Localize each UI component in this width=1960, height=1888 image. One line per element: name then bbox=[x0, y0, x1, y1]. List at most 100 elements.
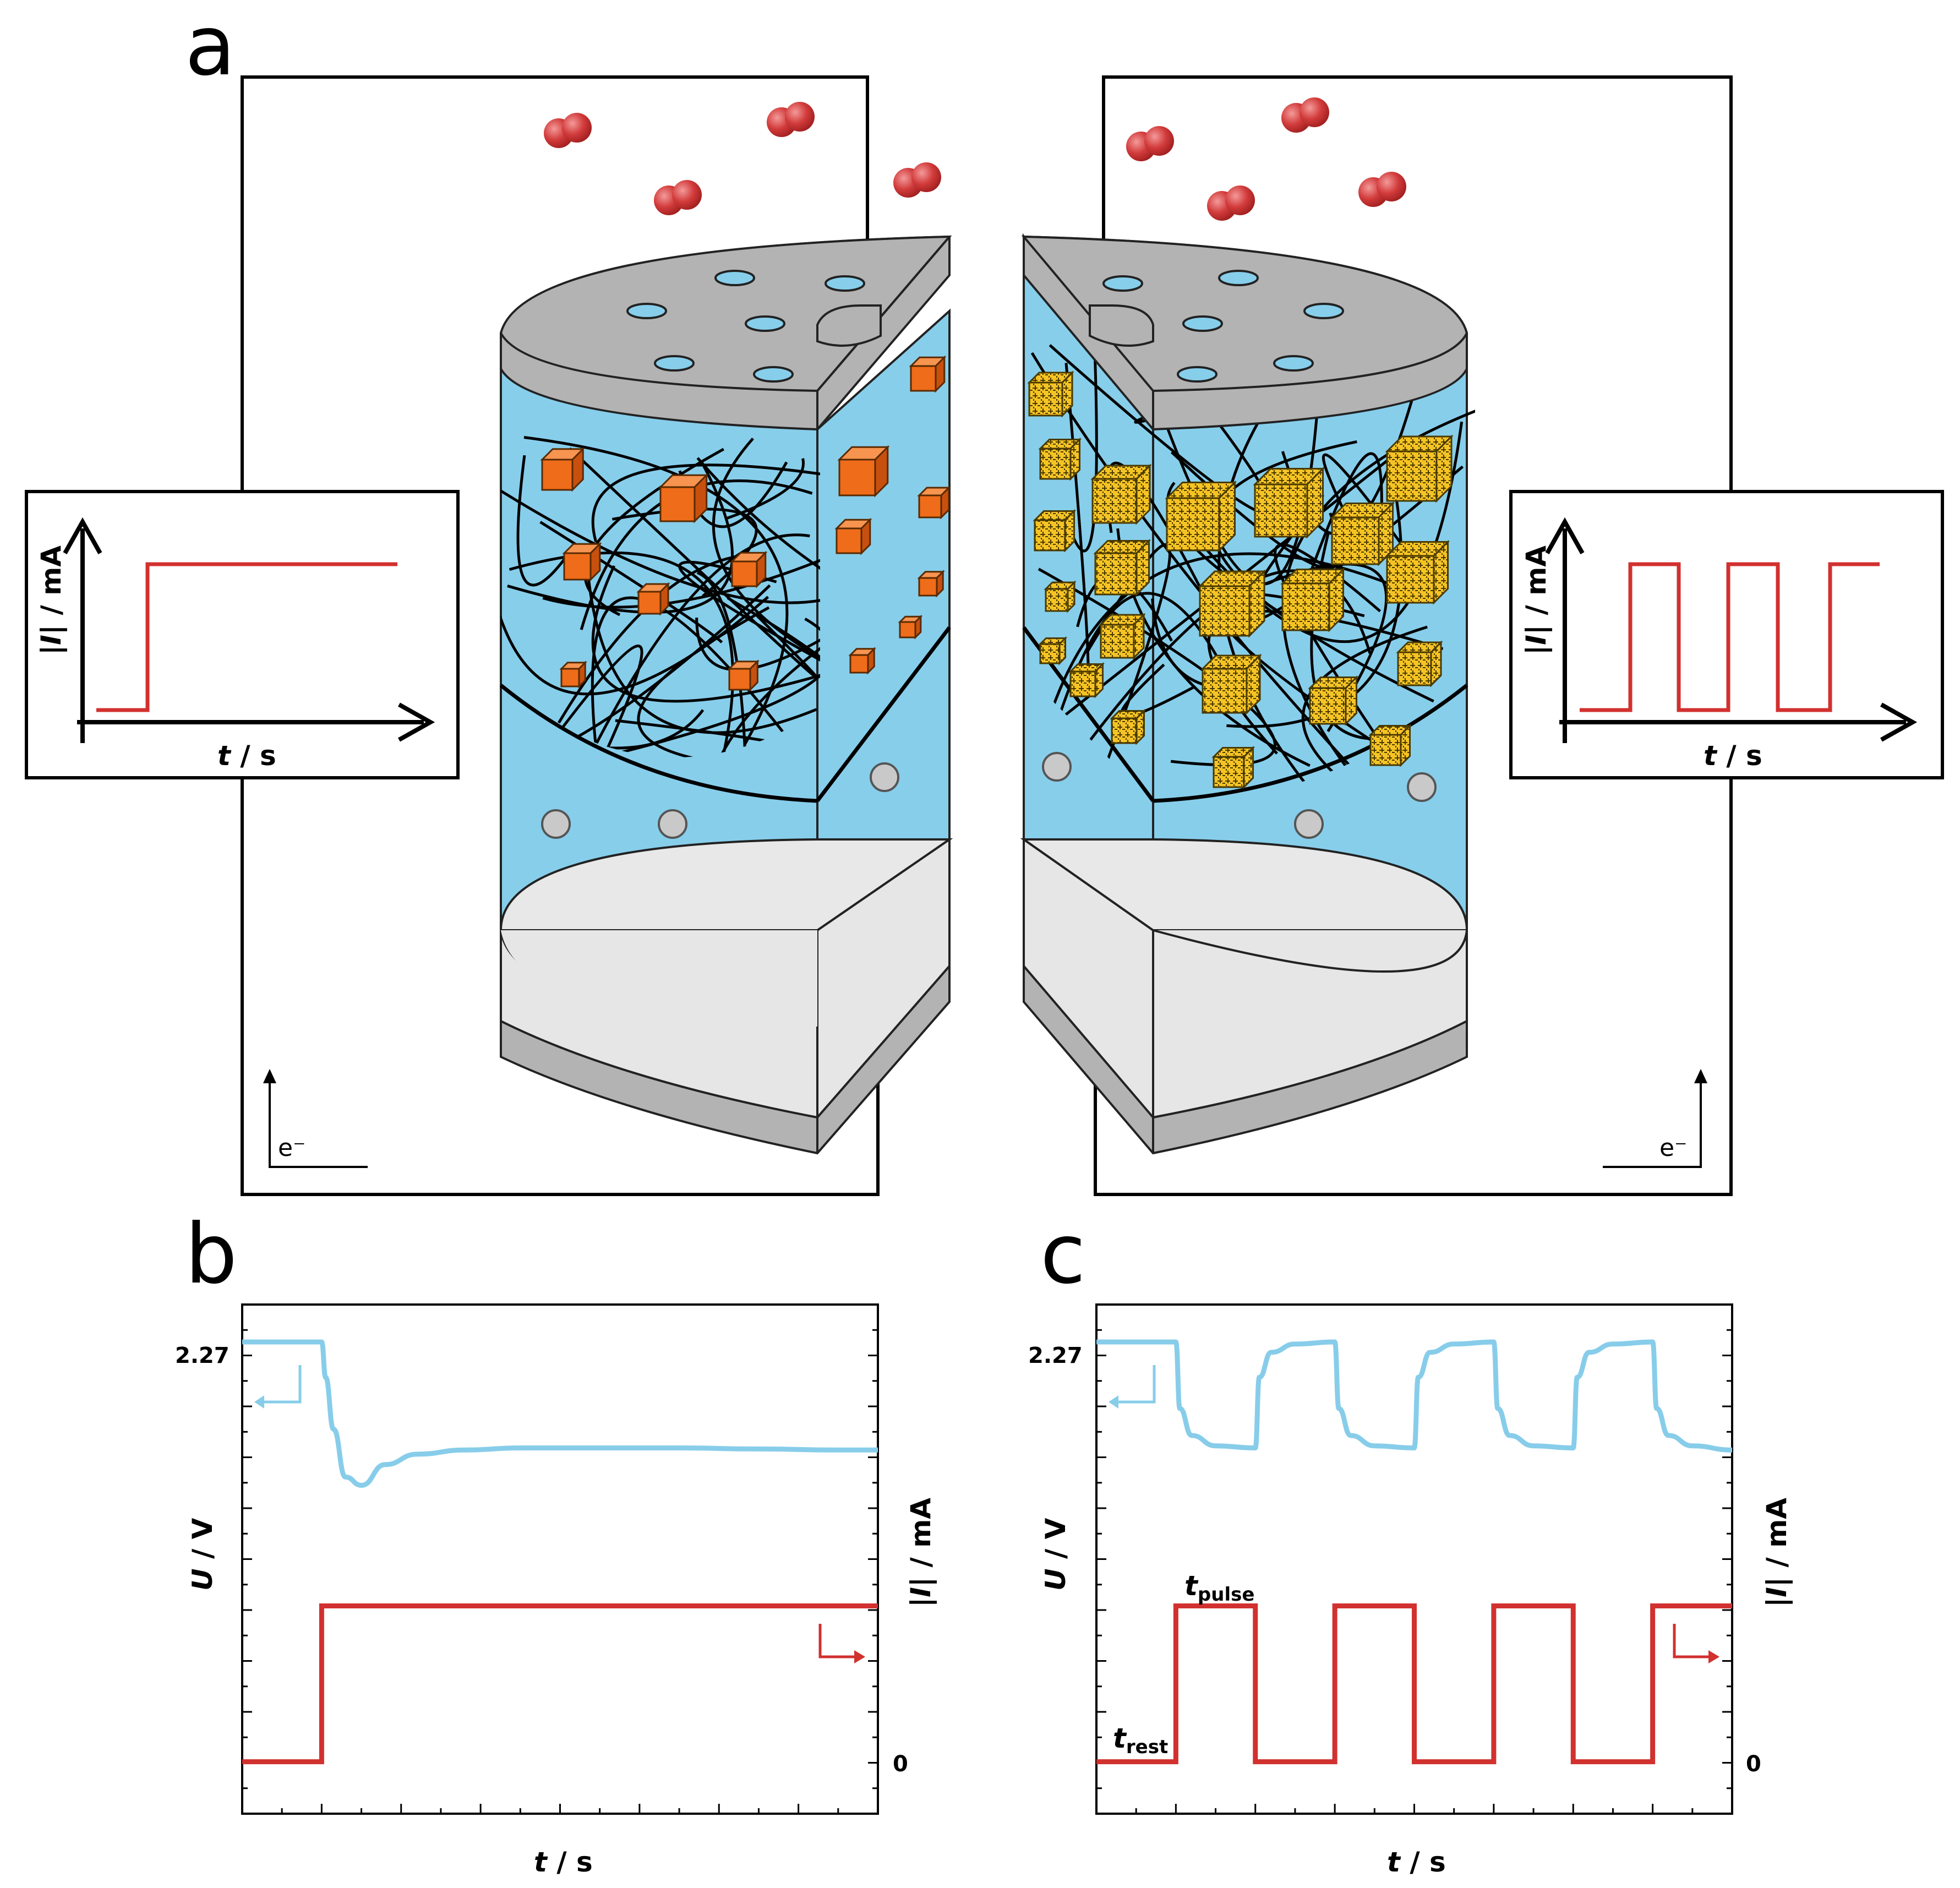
orange-crystal-icon bbox=[540, 447, 585, 492]
gold-crystal-icon bbox=[1044, 580, 1077, 613]
cap-hole-icon bbox=[626, 303, 667, 319]
voltage-axis-arrow-icon bbox=[259, 1365, 302, 1404]
cap-hole-icon bbox=[745, 315, 785, 332]
t-rest-annotation: trest bbox=[1113, 1722, 1168, 1758]
cap-hole-icon bbox=[1182, 315, 1223, 332]
electron-label-left: e⁻ bbox=[278, 1134, 305, 1162]
inset-current-pulses bbox=[1580, 562, 1880, 712]
cap-hole-icon bbox=[654, 355, 695, 372]
gold-crystal-icon bbox=[1099, 613, 1146, 660]
b-ylabel-right: |I| / mA bbox=[905, 1498, 937, 1607]
gold-crystal-icon bbox=[1330, 501, 1395, 566]
terminal-contact bbox=[816, 304, 882, 347]
gold-crystal-icon bbox=[1198, 569, 1266, 638]
cap-holes bbox=[626, 270, 865, 383]
oxygen-molecule-icon bbox=[654, 180, 702, 215]
panel-label-b: b bbox=[185, 1207, 237, 1302]
gas-bubble-icon bbox=[870, 762, 899, 792]
gold-crystal-icon bbox=[1200, 653, 1262, 715]
inset-left: |I| / mA t / s bbox=[25, 490, 460, 779]
gold-crystal-icon bbox=[1368, 723, 1412, 767]
orange-crystals bbox=[540, 355, 951, 692]
t-pulse-annotation: tpulse bbox=[1184, 1570, 1254, 1606]
cap-hole-icon bbox=[1303, 303, 1344, 319]
gold-crystal-icon bbox=[1308, 675, 1359, 726]
gas-bubble-icon bbox=[541, 809, 571, 839]
axis-ticks bbox=[1096, 1329, 1732, 1814]
orange-crystal-icon bbox=[834, 517, 872, 555]
cap-hole-icon bbox=[1273, 355, 1314, 372]
gold-crystal-icon bbox=[1038, 437, 1082, 481]
gas-bubble-icon bbox=[1042, 752, 1072, 782]
b-xlabel: t / s bbox=[534, 1846, 593, 1878]
c-xlabel: t / s bbox=[1387, 1846, 1446, 1878]
cell-right bbox=[1020, 233, 1475, 1155]
c-ylabel-right: |I| / mA bbox=[1761, 1498, 1793, 1607]
gold-crystal-icon bbox=[1280, 567, 1346, 632]
cap-holes bbox=[1102, 270, 1344, 383]
gold-crystal-icon bbox=[1110, 708, 1146, 745]
gold-crystal-icon bbox=[1033, 509, 1077, 553]
gold-crystal-icon bbox=[1090, 463, 1152, 525]
oxygen-molecules bbox=[544, 97, 1406, 221]
left-tick-label: 2.27 bbox=[175, 1343, 230, 1368]
current-axis-arrow-icon bbox=[818, 1624, 859, 1658]
orange-crystal-icon bbox=[917, 570, 945, 598]
inset-current-step bbox=[96, 562, 397, 712]
orange-crystal-icon bbox=[909, 355, 947, 393]
orange-crystal-icon bbox=[848, 647, 876, 675]
gold-crystal-icon bbox=[1385, 539, 1450, 605]
cell-left bbox=[499, 235, 953, 1155]
gas-bubble-icon bbox=[1407, 772, 1437, 802]
current-series bbox=[1096, 1603, 1732, 1765]
orange-crystal-icon bbox=[837, 445, 890, 498]
c-ylabel-left: U / V bbox=[1040, 1518, 1072, 1591]
gold-crystal-icon bbox=[1093, 538, 1151, 597]
current-axis-arrow-icon bbox=[1673, 1624, 1713, 1658]
gold-crystals bbox=[1027, 370, 1454, 789]
gas-bubble-icon bbox=[1294, 809, 1324, 839]
panel-label-c: c bbox=[1040, 1207, 1085, 1302]
terminal-contact bbox=[1089, 304, 1154, 347]
gold-crystal-icon bbox=[1385, 434, 1454, 503]
panel-label-a: a bbox=[185, 0, 236, 94]
inset-right: |I| / mA t / s bbox=[1509, 490, 1944, 779]
oxygen-molecule-icon bbox=[544, 113, 592, 148]
chart-c: 2.27 0 U / V |I| / mA t / s tpulse trest bbox=[1028, 1303, 1793, 1878]
gas-bubble-icon bbox=[658, 809, 687, 839]
inset-left-ylabel: |I| / mA bbox=[35, 545, 67, 655]
gold-crystal-icon bbox=[1253, 466, 1325, 539]
oxygen-molecule-icon bbox=[767, 102, 815, 137]
oxygen-molecule-icon bbox=[893, 162, 941, 198]
inset-left-xlabel: t / s bbox=[217, 740, 276, 772]
chart-b: 2.27 0 U / V |I| / mA t / s bbox=[175, 1303, 937, 1878]
plot-frame bbox=[241, 1303, 879, 1815]
oxygen-molecule-icon bbox=[1281, 97, 1329, 133]
voltage-axis-arrow-icon bbox=[1113, 1365, 1156, 1404]
inset-right-xlabel: t / s bbox=[1704, 740, 1762, 772]
gold-crystal-icon bbox=[1396, 640, 1443, 687]
left-tick-label: 2.27 bbox=[1028, 1343, 1083, 1368]
orange-crystal-icon bbox=[917, 485, 951, 520]
orange-crystal-icon bbox=[562, 542, 602, 582]
oxygen-molecule-icon bbox=[1207, 185, 1255, 221]
right-tick-label: 0 bbox=[893, 1751, 908, 1777]
orange-crystal-icon bbox=[658, 473, 709, 523]
gold-crystal-icon bbox=[1068, 662, 1105, 699]
cap-hole-icon bbox=[1102, 275, 1143, 292]
orange-crystal-icon bbox=[898, 614, 923, 640]
orange-crystal-icon bbox=[636, 582, 670, 616]
cap-hole-icon bbox=[1177, 366, 1218, 383]
inset-right-ylabel: |I| / mA bbox=[1520, 545, 1552, 655]
cap-hole-icon bbox=[714, 270, 755, 286]
gold-crystal-icon bbox=[1211, 745, 1255, 789]
oxygen-molecule-icon bbox=[1126, 126, 1174, 161]
voltage-series bbox=[1096, 1339, 1733, 1453]
gold-crystal-icon bbox=[1027, 370, 1074, 418]
electron-arrow-icon bbox=[1603, 1074, 1702, 1168]
b-ylabel-left: U / V bbox=[187, 1518, 219, 1591]
cap-hole-icon bbox=[753, 366, 794, 383]
axis-ticks bbox=[242, 1329, 878, 1814]
voltage-series bbox=[242, 1339, 878, 1488]
